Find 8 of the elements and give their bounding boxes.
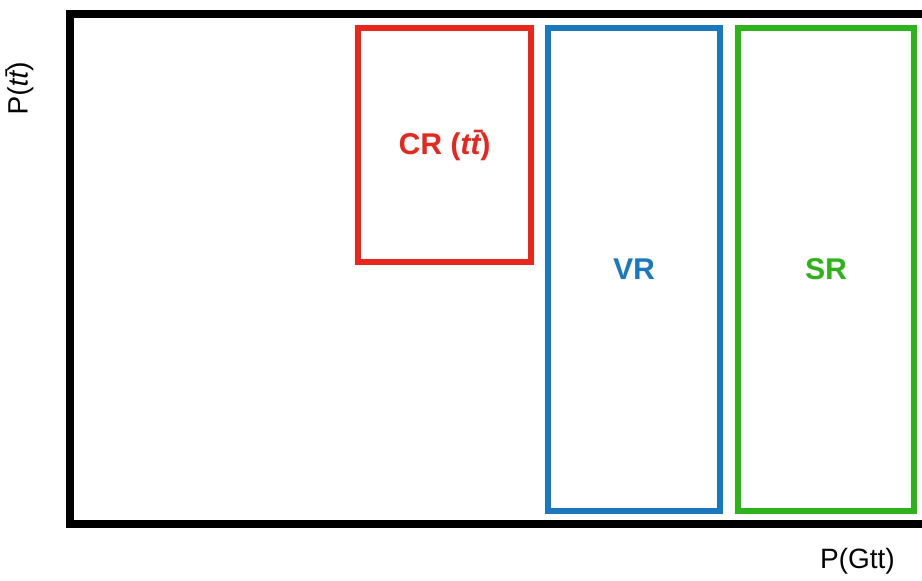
axis-label: P(Gtt) (820, 543, 895, 575)
region-label: SR (805, 252, 847, 286)
region-label: VR (613, 252, 655, 286)
region-label: CR (tt̄) (398, 128, 490, 162)
region-box (545, 25, 723, 514)
axis-label: P(tt̄) (2, 62, 34, 114)
region-box (355, 25, 534, 265)
region-box (735, 25, 917, 514)
